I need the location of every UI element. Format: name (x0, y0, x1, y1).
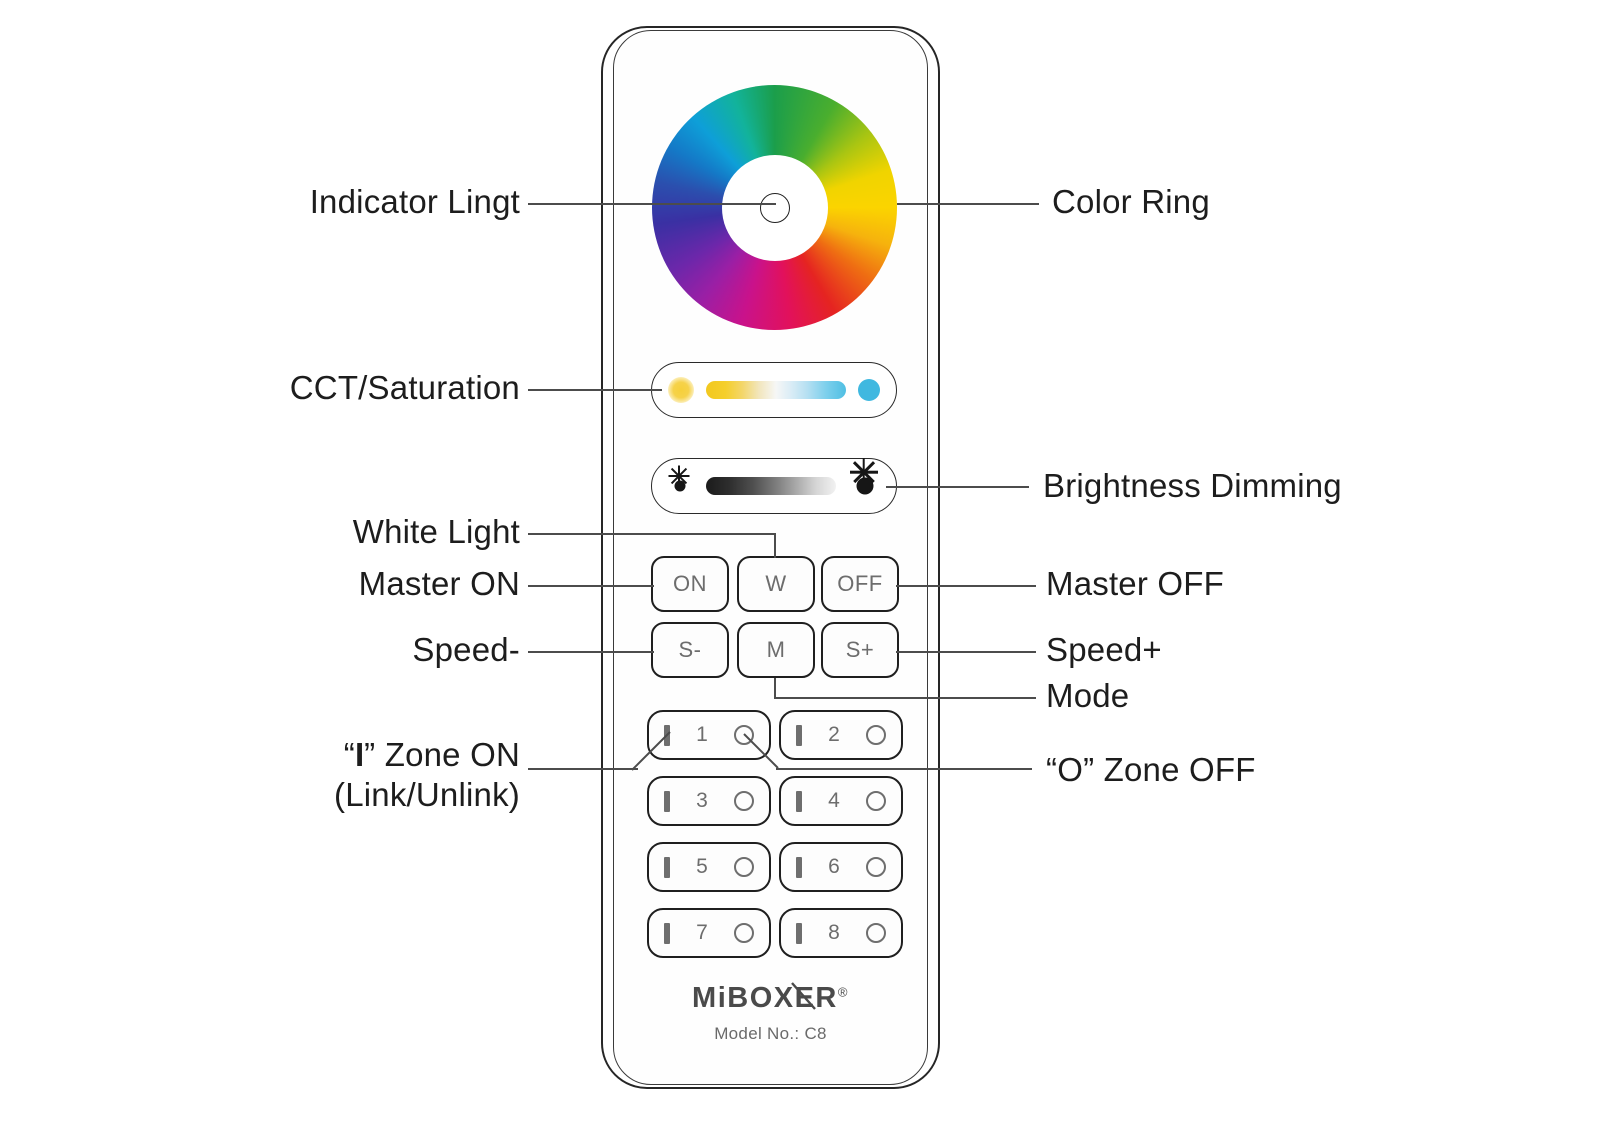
zone-number: 5 (696, 855, 708, 878)
callout-color-ring: Color Ring (1052, 183, 1210, 220)
zone-number: 2 (828, 723, 840, 746)
callout-zone-on-line2: (Link/Unlink) (334, 776, 520, 814)
callout-cct-saturation: CCT/Saturation (289, 369, 520, 406)
leader-zone-off-h (776, 768, 1032, 770)
callout-zone-on: “I” Zone ON (Link/Unlink) (170, 735, 520, 816)
zone-number: 3 (696, 789, 708, 812)
callout-zone-on-text: ” Zone ON (364, 736, 520, 773)
mode-button[interactable]: M (737, 622, 815, 678)
callout-brightness-dimming: Brightness Dimming (1043, 467, 1342, 504)
zone-on-i-glyph: I (354, 736, 365, 773)
zone-button[interactable]: 5 (647, 842, 771, 892)
brightness-gradient-track[interactable] (706, 477, 836, 495)
leader-white-light-v (774, 533, 776, 558)
branding-block: MiBOXER® Model No.: C8 (613, 982, 928, 1044)
callout-indicator-light: Indicator Lingt (309, 183, 520, 220)
callout-master-on: Master ON (358, 565, 520, 602)
brightness-dimming-slider[interactable] (651, 458, 897, 514)
zone-on-bar-icon[interactable] (664, 856, 670, 878)
leader-cct-saturation (528, 389, 662, 391)
zone-off-circle-icon[interactable] (734, 923, 754, 943)
callout-zone-on-line1: “I” Zone ON (170, 735, 520, 775)
leader-zone-off-diagonal (743, 733, 779, 769)
zone-on-bar-icon[interactable] (664, 790, 670, 812)
zone-off-circle-icon[interactable] (734, 725, 754, 745)
zone-off-circle-icon[interactable] (734, 791, 754, 811)
zone-off-o-glyph: O (1057, 751, 1084, 788)
callout-white-light: White Light (352, 513, 520, 550)
leader-master-off (896, 585, 1036, 587)
cct-gradient-track[interactable] (706, 381, 846, 399)
leader-speed-minus (528, 651, 654, 653)
leader-master-on (528, 585, 654, 587)
zone-button[interactable]: 8 (779, 908, 903, 958)
zone-on-bar-icon[interactable] (664, 922, 670, 944)
callout-zone-off: “O” Zone OFF (1046, 750, 1256, 790)
callout-speed-plus: Speed+ (1046, 631, 1162, 668)
brand-name: MiBOXER (692, 982, 838, 1014)
leader-indicator-light (528, 203, 776, 205)
master-off-button[interactable]: OFF (821, 556, 899, 612)
zone-off-circle-icon[interactable] (866, 725, 886, 745)
zone-button[interactable]: 2 (779, 710, 903, 760)
zone-on-bar-icon[interactable] (796, 856, 802, 878)
zone-button[interactable]: 3 (647, 776, 771, 826)
zone-on-bar-icon[interactable] (796, 724, 802, 746)
leader-mode-h (774, 697, 1036, 699)
warm-white-dot-icon[interactable] (668, 377, 694, 403)
zone-number: 8 (828, 921, 840, 944)
zone-button[interactable]: 6 (779, 842, 903, 892)
sun-dim-icon[interactable] (668, 465, 692, 498)
leader-white-light-h (528, 533, 776, 535)
zone-on-bar-icon[interactable] (796, 922, 802, 944)
open-quote: “ (343, 736, 355, 773)
callout-zone-off-text: ” Zone OFF (1083, 751, 1256, 788)
zone-on-bar-icon[interactable] (796, 790, 802, 812)
cct-saturation-slider[interactable] (651, 362, 897, 418)
callout-speed-minus: Speed- (412, 631, 520, 668)
model-number: Model No.: C8 (714, 1024, 827, 1043)
registered-mark: ® (837, 984, 849, 1000)
white-light-button[interactable]: W (737, 556, 815, 612)
zone-button[interactable]: 7 (647, 908, 771, 958)
callout-mode: Mode (1046, 677, 1130, 714)
indicator-light (759, 192, 790, 223)
master-on-button[interactable]: ON (651, 556, 729, 612)
open-quote: “ (1046, 751, 1058, 788)
cool-white-dot-icon[interactable] (858, 379, 880, 401)
sun-bright-icon[interactable] (849, 458, 880, 501)
leader-brightness-dimming (886, 486, 1029, 488)
leader-zone-on-diagonal (631, 731, 671, 771)
zone-number: 1 (696, 723, 708, 746)
zone-number: 6 (828, 855, 840, 878)
color-ring[interactable] (652, 85, 897, 330)
miboxer-logo: MiBOXER® (692, 982, 849, 1015)
speed-minus-button[interactable]: S- (651, 622, 729, 678)
speed-plus-button[interactable]: S+ (821, 622, 899, 678)
leader-color-ring (897, 203, 1039, 205)
zone-button[interactable]: 4 (779, 776, 903, 826)
callout-master-off: Master OFF (1046, 565, 1225, 602)
zone-off-circle-icon[interactable] (866, 857, 886, 877)
leader-zone-on-h (528, 768, 638, 770)
leader-speed-plus (896, 651, 1036, 653)
zone-off-circle-icon[interactable] (866, 791, 886, 811)
zone-number: 4 (828, 789, 840, 812)
zone-off-circle-icon[interactable] (734, 857, 754, 877)
zone-number: 7 (696, 921, 708, 944)
zone-off-circle-icon[interactable] (866, 923, 886, 943)
leader-mode-v (774, 678, 776, 699)
